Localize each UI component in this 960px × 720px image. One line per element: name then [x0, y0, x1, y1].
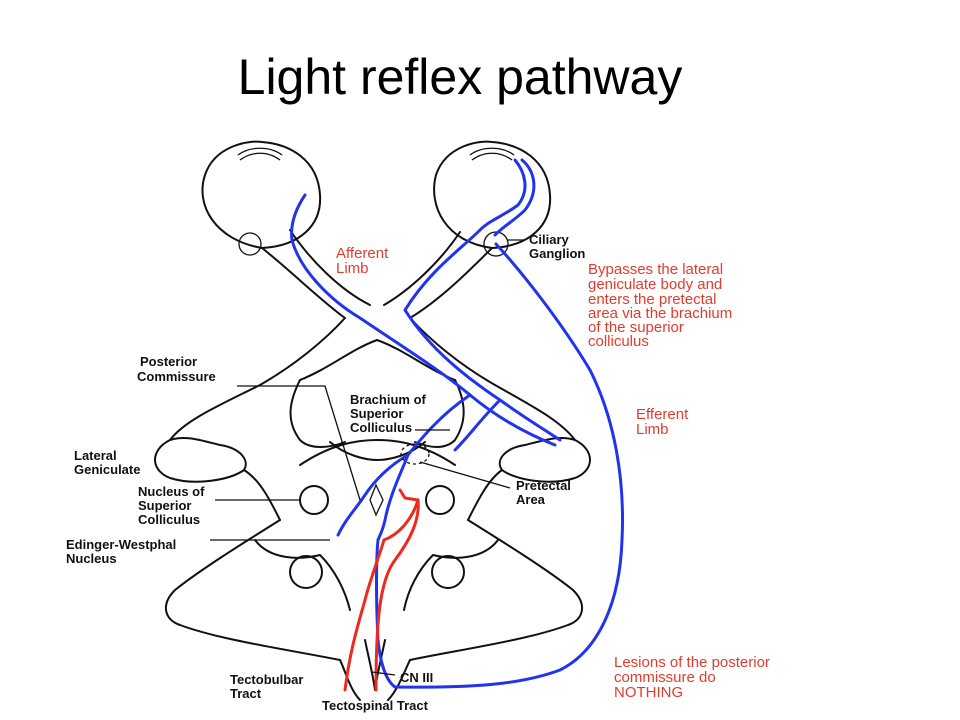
slide-title: Light reflex pathway	[237, 49, 683, 105]
label-nucleus-3: Colliculus	[138, 512, 200, 527]
label-lesions-1: Lesions of the posterior	[614, 654, 770, 671]
label-bypass-6: colliculus	[588, 333, 649, 350]
label-nucleus-2: Superior	[138, 498, 191, 513]
tectal-tracts	[343, 488, 420, 692]
label-afferent-1: Afferent	[336, 245, 389, 262]
label-posterior-commissure-2: Commissure	[137, 369, 216, 384]
label-bypass-3: enters the pretectal	[588, 291, 716, 308]
label-brachium-1: Brachium of	[350, 392, 427, 407]
label-pretectal-1: Pretectal	[516, 478, 571, 493]
label-bypass-5: of the superior	[588, 319, 684, 336]
label-tectobulbar-1: Tectobulbar	[230, 672, 303, 687]
label-lesions-2: commissure do	[614, 669, 716, 686]
superior-colliculus-left	[299, 485, 329, 515]
label-bypass-1: Bypasses the lateral	[588, 261, 723, 278]
label-lateral-geniculate-2: Geniculate	[74, 462, 140, 477]
label-brachium-2: Superior	[350, 406, 403, 421]
label-cn3: CN III	[400, 670, 433, 685]
label-efferent-1: Efferent	[636, 406, 689, 423]
pointer-lines	[210, 239, 525, 676]
label-afferent-2: Limb	[336, 260, 369, 277]
label-ew-2: Nucleus	[66, 551, 117, 566]
label-ciliary-1: Ciliary	[529, 232, 570, 247]
label-posterior-commissure-1: Posterior	[140, 354, 197, 369]
label-efferent-2: Limb	[636, 421, 669, 438]
label-nucleus-1: Nucleus of	[138, 484, 205, 499]
label-tectospinal: Tectospinal Tract	[322, 698, 429, 713]
optic-pathway-outline	[169, 229, 576, 448]
afferent-pathway	[290, 158, 624, 689]
label-tectobulbar-2: Tract	[230, 686, 262, 701]
label-ciliary-2: Ganglion	[529, 246, 585, 261]
label-brachium-3: Colliculus	[350, 420, 412, 435]
label-ew-1: Edinger-Westphal	[66, 537, 176, 552]
lateral-geniculate-left	[154, 436, 247, 483]
label-bypass-2: geniculate body and	[588, 276, 722, 293]
label-lateral-geniculate-1: Lateral	[74, 448, 117, 463]
superior-colliculus-right	[425, 485, 455, 515]
label-bypass-4: area via the brachium	[588, 305, 732, 322]
label-lesions-3: NOTHING	[614, 684, 683, 701]
lateral-geniculate-right	[498, 436, 591, 483]
label-pretectal-2: Area	[516, 492, 546, 507]
left-eye	[201, 140, 322, 256]
